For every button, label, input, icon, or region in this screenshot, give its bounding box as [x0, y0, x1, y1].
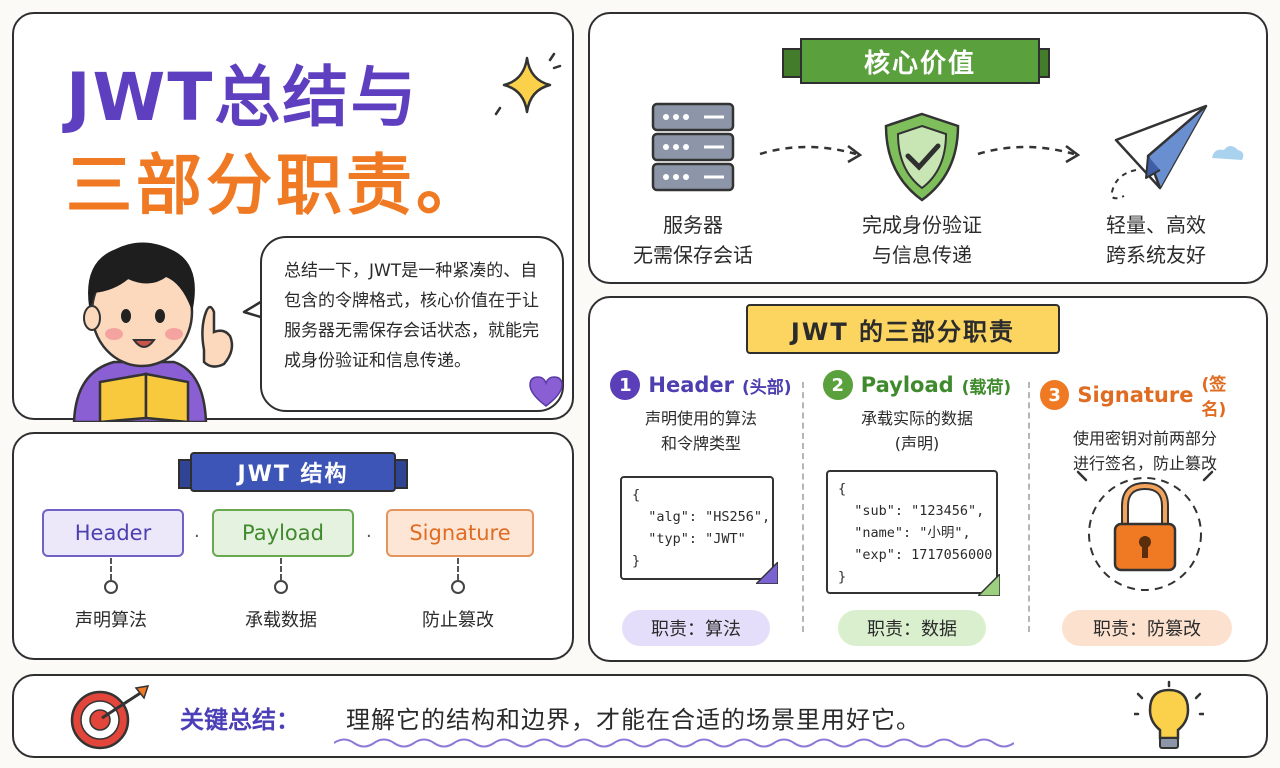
segment-caption-signature: 防止篡改	[422, 610, 494, 631]
three-parts-ribbon: JWT 的三部分职责	[746, 304, 1060, 354]
bubble-text: 总结一下，JWT是一种紧凑的、自包含的令牌格式，核心价值在于让服务器无需保存会话…	[284, 261, 539, 371]
server-icon	[651, 102, 735, 192]
part-sub: (头部)	[742, 377, 792, 398]
speech-bubble-tail	[242, 298, 265, 320]
core-value-ribbon: 核心价值	[800, 38, 1040, 84]
caption-line: 跨系统友好	[1106, 243, 1206, 267]
desc-line: (声明)	[894, 434, 940, 453]
lightbulb-icon	[1134, 680, 1204, 749]
core-value-caption-1: 服务器 无需保存会话	[603, 210, 783, 270]
desc-line: 和令牌类型	[660, 434, 741, 453]
dashed-arrow-icon	[977, 145, 1081, 164]
structure-ribbon: JWT 结构	[190, 452, 396, 492]
part-name: Header	[648, 373, 735, 397]
connector-dot	[274, 580, 288, 594]
segment-header: Header	[42, 509, 184, 557]
segment-caption-header: 声明算法	[75, 610, 147, 631]
sparkle-icon	[494, 52, 562, 116]
heart-icon	[529, 376, 563, 407]
title-line-2: 三部分职责。	[66, 147, 486, 224]
code-snippet-header: { "alg": "HS256", "typ": "JWT" }	[620, 476, 774, 580]
caption-line: 完成身份验证	[862, 213, 982, 237]
part-column-payload: 2 Payload (载荷) 承载实际的数据 (声明) { "sub": "12…	[812, 370, 1022, 660]
paper-plane-icon	[1110, 104, 1244, 200]
three-parts-panel: JWT 的三部分职责 1 Header (头部) 声明使用的算法 和令牌类型 {…	[588, 296, 1268, 662]
shield-check-icon	[884, 112, 960, 202]
segment-separator: ·	[194, 526, 200, 547]
target-icon	[70, 685, 150, 750]
duty-badge-signature: 职责：防篡改	[1062, 610, 1232, 646]
segment-caption-payload: 承载数据	[245, 610, 317, 631]
segment-payload: Payload	[212, 509, 354, 557]
step-number: 2	[822, 370, 853, 400]
core-value-caption-3: 轻量、高效 跨系统友好	[1066, 210, 1246, 270]
duty-badge-payload: 职责：数据	[838, 610, 986, 646]
part-title: 2 Payload (载荷)	[812, 370, 1022, 400]
step-number: 3	[1040, 380, 1070, 410]
desc-line: 承载实际的数据	[860, 409, 973, 428]
part-description: 使用密钥对前两部分 进行签名，防止篡改	[1040, 426, 1250, 476]
summary-text: 理解它的结构和边界，才能在合适的场景里用好它。	[346, 706, 921, 734]
summary-panel: 关键总结： 理解它的结构和边界，才能在合适的场景里用好它。	[12, 674, 1268, 758]
caption-line: 轻量、高效	[1106, 213, 1206, 237]
desc-line: 使用密钥对前两部分	[1072, 429, 1217, 448]
title-line-1: JWT总结与	[66, 59, 419, 136]
caption-line: 服务器	[663, 213, 723, 237]
caption-line: 与信息传递	[872, 243, 972, 267]
caption-line: 无需保存会话	[633, 243, 753, 267]
column-divider	[1028, 382, 1030, 632]
part-name: Payload	[860, 373, 954, 397]
desc-line: 声明使用的算法	[644, 409, 757, 428]
lock-icon	[1076, 470, 1214, 591]
part-sub: (载荷)	[961, 377, 1012, 398]
desc-line: 进行签名，防止篡改	[1072, 454, 1217, 473]
title-panel: JWT总结与 三部分职责。 总结一下，JWT是一种紧凑的、自包含的令牌	[12, 12, 574, 422]
segment-separator: ·	[366, 526, 372, 547]
speech-bubble: 总结一下，JWT是一种紧凑的、自包含的令牌格式，核心价值在于让服务器无需保存会话…	[260, 236, 564, 412]
part-column-signature: 3 Signature (签名) 使用密钥对前两部分 进行签名，防止篡改 职责：…	[1040, 370, 1250, 660]
ribbon-end-left	[782, 48, 802, 78]
connector-dot	[451, 580, 465, 594]
summary-label: 关键总结：	[180, 706, 300, 734]
part-description: 声明使用的算法 和令牌类型	[596, 406, 806, 456]
part-column-header: 1 Header (头部) 声明使用的算法 和令牌类型 { "alg": "HS…	[596, 370, 806, 660]
dashed-arrow-icon	[759, 145, 863, 164]
duty-badge-header: 职责：算法	[622, 610, 770, 646]
part-title: 1 Header (头部)	[596, 370, 806, 400]
code-snippet-payload: { "sub": "123456", "name": "小明", "exp": …	[826, 470, 998, 594]
part-description: 承载实际的数据 (声明)	[812, 406, 1022, 456]
connector-line	[110, 558, 112, 580]
part-sub: (签名)	[1201, 375, 1227, 420]
core-value-caption-2: 完成身份验证 与信息传递	[832, 210, 1012, 270]
step-number: 1	[610, 370, 641, 400]
core-value-panel: 核心价值 服务器 无需保存会话 完成身份验证 与信息传递	[588, 12, 1268, 284]
connector-line	[457, 558, 459, 580]
column-divider	[802, 382, 804, 632]
boy-with-book-illustration	[72, 242, 234, 422]
part-title: 3 Signature (签名)	[1040, 370, 1250, 420]
structure-panel: JWT 结构 Header · Payload · Signature 声明算法…	[12, 432, 574, 660]
connector-line	[280, 558, 282, 580]
wavy-underline	[334, 738, 1014, 748]
page-fold-icon	[756, 562, 778, 584]
connector-dot	[104, 580, 118, 594]
part-name: Signature	[1077, 383, 1194, 407]
segment-signature: Signature	[386, 509, 534, 557]
page-fold-icon	[978, 574, 1000, 596]
